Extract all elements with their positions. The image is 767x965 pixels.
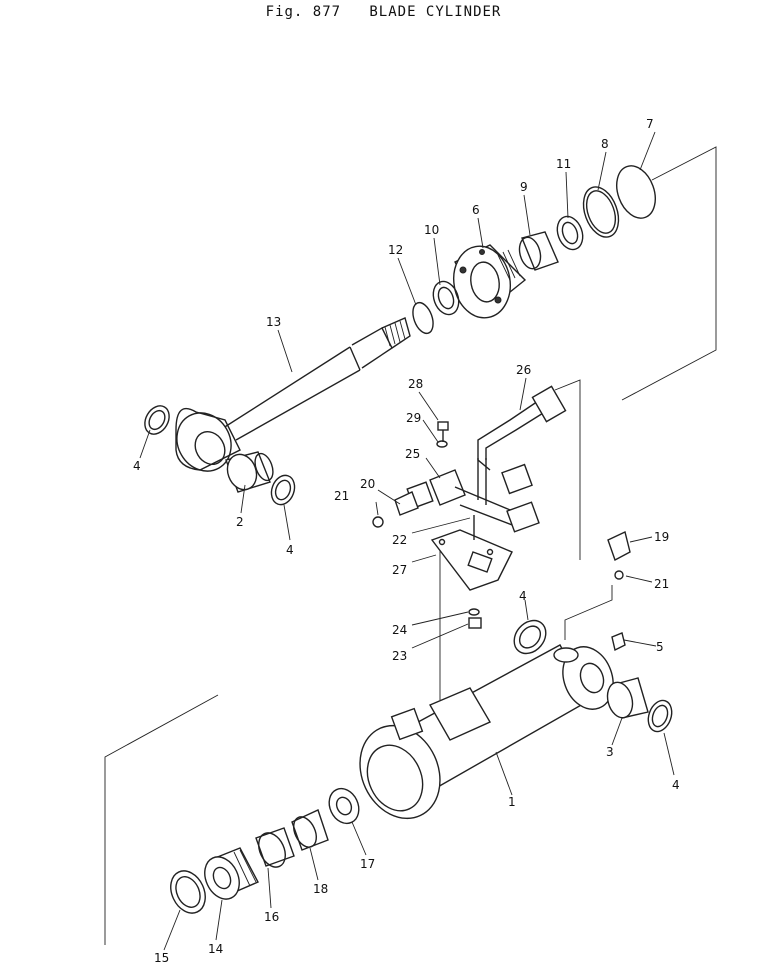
tube-26: [477, 385, 567, 505]
rings-7-to-12: [412, 165, 656, 335]
callout-7: 7: [646, 117, 654, 131]
wear-ring-16: [255, 827, 295, 868]
callout-19: 19: [654, 530, 669, 544]
callout-24: 24: [392, 623, 407, 637]
callout-3: 3: [606, 745, 614, 759]
callout-4-rod: 4: [133, 459, 141, 473]
callout-20: 20: [360, 477, 375, 491]
piston-rod: [175, 317, 411, 472]
seal-15: [170, 870, 206, 914]
callout-6: 6: [472, 203, 480, 217]
callout-11: 11: [556, 157, 571, 171]
bushing-2: [225, 451, 274, 493]
callout-26: 26: [516, 363, 531, 377]
callout-2: 2: [236, 515, 244, 529]
callout-22: 22: [392, 533, 407, 547]
bolts-28-29: [436, 421, 449, 448]
callout-4-tube: 4: [519, 589, 527, 603]
cylinder-tube-1: [359, 632, 626, 820]
callout-21-left: 21: [334, 489, 349, 503]
callout-28: 28: [408, 377, 423, 391]
dust-seals-4: [144, 405, 673, 733]
callout-labels: 7 8 11 9 6 10 12 13 4 2 4 28 29 26 25 20…: [133, 117, 680, 965]
figure-title: Fig. 877 BLADE CYLINDER: [265, 4, 502, 20]
callout-16: 16: [264, 910, 279, 924]
frame-lines: [104, 146, 717, 945]
callout-5: 5: [656, 640, 664, 654]
block-25: [372, 469, 540, 533]
callout-29: 29: [406, 411, 421, 425]
callout-18: 18: [313, 882, 328, 896]
callout-27: 27: [392, 563, 407, 577]
elbow-19: [607, 531, 631, 580]
callout-12: 12: [388, 243, 403, 257]
callout-9: 9: [520, 180, 528, 194]
callout-4-end: 4: [672, 778, 680, 792]
piston-14: [204, 847, 259, 900]
spacer-18: [291, 809, 329, 851]
callout-25: 25: [405, 447, 420, 461]
callout-17: 17: [360, 857, 375, 871]
callout-23: 23: [392, 649, 407, 663]
callout-8: 8: [601, 137, 609, 151]
callout-14: 14: [208, 942, 223, 956]
callout-13: 13: [266, 315, 281, 329]
nut-17: [328, 787, 360, 825]
callout-21-right: 21: [654, 577, 669, 591]
callout-15: 15: [154, 951, 169, 965]
callout-10: 10: [424, 223, 439, 237]
callout-4-bushing: 4: [286, 543, 294, 557]
bracket-27: [430, 515, 513, 629]
leader-lines: [139, 131, 675, 951]
bushing-3: [606, 677, 649, 719]
callout-1: 1: [508, 795, 516, 809]
cylinder-head-6: [453, 244, 527, 319]
